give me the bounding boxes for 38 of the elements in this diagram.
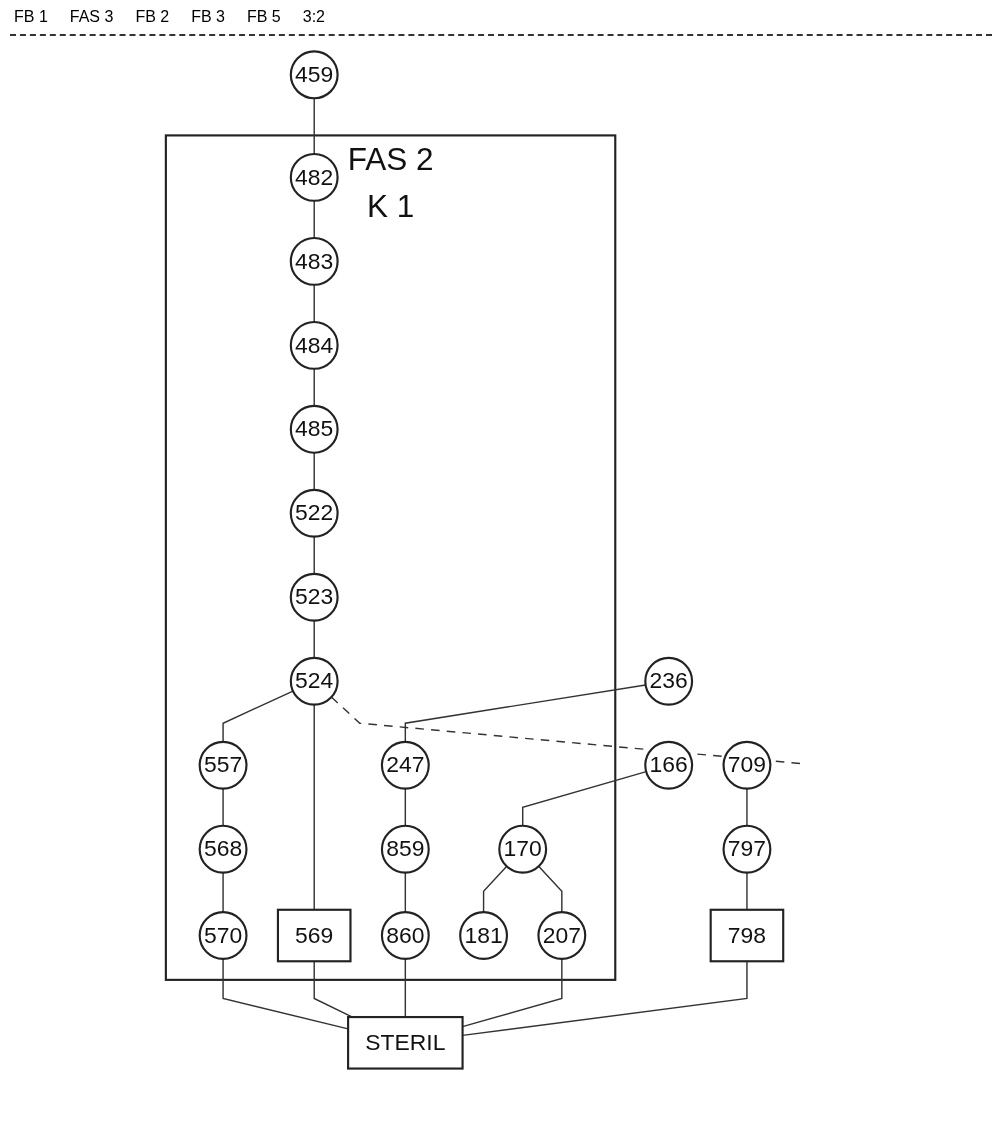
label-text: FB 1 (14, 8, 48, 26)
label-text: 3:2 (302, 8, 325, 26)
node-circle: 247 (380, 740, 430, 790)
node-box: 798 (709, 908, 785, 963)
connector (313, 200, 315, 239)
node-circle: 483 (289, 236, 339, 286)
node-circle: 459 (289, 50, 339, 100)
node-circle: 482 (289, 152, 339, 202)
label-text: FB 3 (191, 8, 225, 26)
node-circle: 236 (644, 656, 694, 706)
connector (222, 958, 349, 1030)
node-box: STERIL (347, 1016, 464, 1070)
connector (313, 284, 315, 323)
node-circle: 207 (537, 911, 587, 960)
node-circle: 166 (644, 740, 694, 790)
node-circle: 524 (289, 656, 339, 706)
connector (313, 368, 315, 407)
node-circle: 568 (198, 824, 248, 874)
connector (537, 865, 563, 913)
node-circle: 484 (289, 320, 339, 370)
node-circle: 709 (722, 740, 772, 790)
node-circle: 860 (380, 911, 430, 960)
label-text: FB 5 (246, 8, 281, 26)
node-circle: 485 (289, 404, 339, 454)
label-text: FAS 3 (69, 8, 114, 26)
connector (482, 865, 508, 913)
node-circle: 523 (289, 572, 339, 622)
node-circle: 557 (198, 740, 248, 790)
connector (404, 958, 407, 1018)
node-circle: 181 (459, 911, 509, 960)
node-circle: 797 (722, 824, 772, 874)
connector (313, 452, 315, 491)
node-circle: 522 (289, 488, 339, 538)
node-box: 569 (276, 908, 352, 963)
label-text: FB 2 (135, 8, 170, 26)
node-circle: 859 (380, 824, 430, 874)
node-circle: 170 (498, 824, 548, 874)
node-circle: 570 (198, 911, 248, 960)
